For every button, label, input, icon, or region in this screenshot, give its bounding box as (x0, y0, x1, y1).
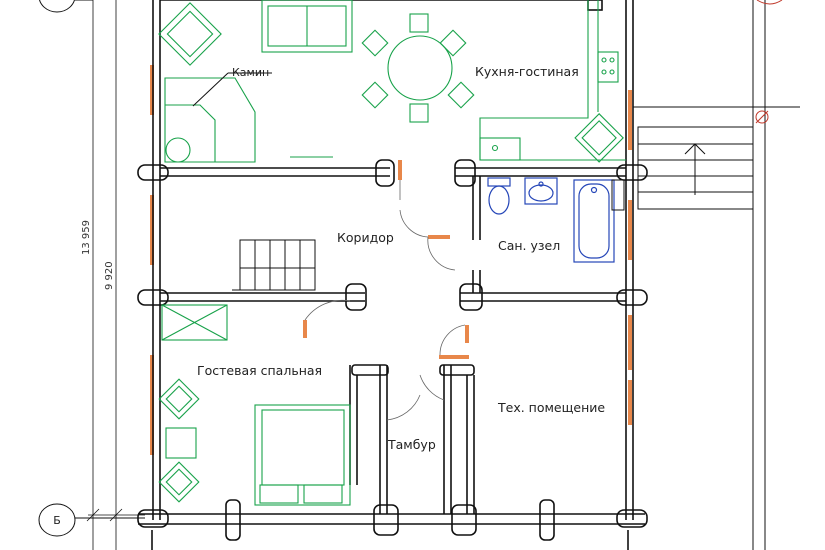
porch-steps (633, 0, 800, 550)
dining-table (361, 13, 475, 123)
dimension-lines (86, 0, 145, 550)
dimension-overall: 13 959 (81, 220, 92, 255)
label-utility-room: Тех. помещение (497, 400, 605, 415)
label-corridor: Коридор (337, 230, 394, 245)
bedroom-armchair-2 (158, 461, 200, 503)
armchair-top (158, 2, 222, 66)
kitchen-counter (479, 0, 626, 161)
bedroom-armchair-1 (158, 378, 200, 420)
dimension-inner: 9 920 (104, 261, 115, 290)
interior-walls (160, 0, 626, 541)
axis-marker-bottom (38, 503, 145, 537)
sofa (261, 0, 353, 53)
fireplace (164, 72, 333, 163)
label-bathroom: Сан. узел (498, 238, 560, 253)
armchair-kitchen (574, 113, 624, 163)
bed (254, 404, 351, 506)
stairs (232, 239, 316, 291)
axis-label-bottom: Б (53, 514, 61, 527)
doors (304, 180, 466, 421)
bedroom-table (165, 427, 197, 459)
label-kitchen-living: Кухня-гостиная (475, 64, 579, 79)
wardrobe (161, 304, 228, 341)
axis-marker-top (39, 0, 93, 13)
sink (524, 177, 558, 205)
label-guest-bedroom: Гостевая спальная (197, 363, 322, 378)
label-vestibule: Тамбур (387, 437, 436, 452)
label-fireplace: Камин (232, 66, 269, 79)
toilet (487, 177, 511, 215)
windows (150, 65, 632, 455)
column-marker (755, 0, 783, 124)
exterior-walls (137, 0, 648, 550)
bathtub (573, 179, 625, 263)
